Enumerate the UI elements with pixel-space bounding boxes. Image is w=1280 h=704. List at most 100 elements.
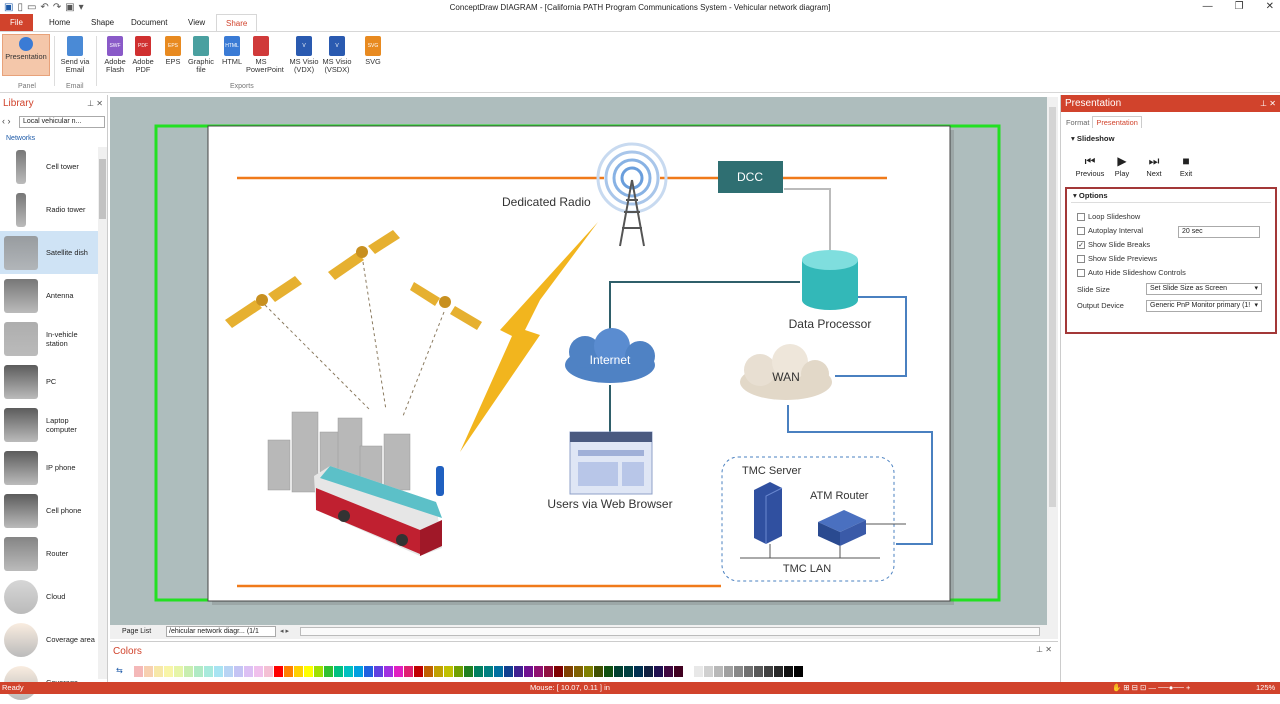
drawing-canvas[interactable]: Dedicated Radio DCC Data Processor Inter… [110,97,1047,625]
color-swatch[interactable] [204,666,214,677]
color-swatch[interactable] [734,666,744,677]
color-swatch[interactable] [434,666,444,677]
restore-button[interactable]: ❐ [1234,1,1244,12]
autoplay-interval-field[interactable]: 20 sec [1178,226,1260,238]
page-list-button[interactable]: Page List [122,628,152,635]
save-icon[interactable]: ▣ [65,2,75,13]
checkbox-box[interactable] [1077,254,1085,263]
checkbox-box[interactable] [1077,268,1085,277]
color-swatch[interactable] [444,666,454,677]
color-swatch[interactable] [534,666,544,677]
library-scrollbar[interactable] [98,147,107,679]
pin-close-icons[interactable]: ⊥ ✕ [87,99,103,108]
color-swatch[interactable] [504,666,514,677]
tab-file[interactable]: File [0,14,33,31]
color-swatch[interactable] [704,666,714,677]
color-swatch[interactable] [374,666,384,677]
library-item-coverage-area[interactable]: Coverage area [0,618,98,661]
open-icon[interactable]: ▭ [26,2,37,13]
color-swatch[interactable] [324,666,334,677]
color-swatch[interactable] [354,666,364,677]
show-slide-breaks-checkbox[interactable]: ✓Show Slide Breaks [1077,240,1150,249]
color-swatch[interactable] [414,666,424,677]
color-swatch[interactable] [344,666,354,677]
color-swatch[interactable] [514,666,524,677]
exit-button[interactable]: ■Exit [1169,153,1203,178]
auto-hide-slideshow-controls-checkbox[interactable]: Auto Hide Slideshow Controls [1077,268,1186,277]
color-swatch[interactable] [164,666,174,677]
color-swatch[interactable] [774,666,784,677]
checkbox-box[interactable]: ✓ [1077,240,1085,249]
library-selector[interactable]: Local vehicular n... [19,116,105,128]
color-swatch[interactable] [604,666,614,677]
checkbox-box[interactable] [1077,212,1085,221]
library-item-satellite-dish[interactable]: Satellite dish [0,231,98,274]
library-section-networks[interactable]: Networks [6,135,36,142]
color-swatch[interactable] [664,666,674,677]
undo-icon[interactable]: ↶ [40,2,49,13]
page-tab[interactable]: /ehicular network diagr... (1/1 [166,626,276,637]
color-swatch[interactable] [694,666,704,677]
loop-slideshow-checkbox[interactable]: Loop Slideshow [1077,212,1140,221]
color-swatch[interactable] [574,666,584,677]
color-swatch[interactable] [364,666,374,677]
color-swatch[interactable] [254,666,264,677]
minimize-button[interactable]: — [1202,1,1213,12]
library-item-router[interactable]: Router [0,532,98,575]
color-swatch[interactable] [564,666,574,677]
color-swatch[interactable] [314,666,324,677]
color-swatch[interactable] [464,666,474,677]
color-swatch[interactable] [674,666,684,677]
options-section[interactable]: ▾ Options [1073,191,1108,200]
library-item-radio-tower[interactable]: Radio tower [0,188,98,231]
autoplay-interval-checkbox[interactable]: Autoplay Interval [1077,226,1143,235]
library-nav-arrows[interactable]: ‹ › [2,116,11,126]
tab-document[interactable]: Document [131,18,168,27]
color-swatch[interactable] [484,666,494,677]
color-swatch[interactable] [394,666,404,677]
color-swatch[interactable] [384,666,394,677]
page-hscroll[interactable] [300,627,1040,636]
color-swatch[interactable] [654,666,664,677]
colors-panel-controls[interactable]: ⊥ ✕ [1036,645,1052,654]
color-swatch[interactable] [794,666,804,677]
color-tools-icon[interactable]: ⇆ [116,666,123,675]
color-swatch[interactable] [264,666,274,677]
slideshow-section[interactable]: ▾ Slideshow [1071,134,1115,143]
color-swatch[interactable] [214,666,224,677]
color-swatch[interactable] [424,666,434,677]
close-button[interactable]: ✕ [1265,1,1274,12]
color-swatch[interactable] [294,666,304,677]
presentation-button[interactable]: Presentation [2,34,50,76]
color-swatch[interactable] [174,666,184,677]
color-swatch[interactable] [284,666,294,677]
color-swatch[interactable] [334,666,344,677]
color-swatch[interactable] [134,666,144,677]
page-nav-arrows[interactable]: ◂ ▸ [280,628,289,635]
show-slide-previews-checkbox[interactable]: Show Slide Previews [1077,254,1157,263]
color-swatch[interactable] [194,666,204,677]
next-button[interactable]: ⏭Next [1137,153,1171,178]
color-swatch[interactable] [624,666,634,677]
color-swatch[interactable] [594,666,604,677]
tab-share[interactable]: Share [216,14,258,31]
library-item-antenna[interactable]: Antenna [0,274,98,317]
checkbox-box[interactable] [1077,226,1085,235]
color-swatch[interactable] [304,666,314,677]
library-item-cell-tower[interactable]: Cell tower [0,145,98,188]
tab-format[interactable]: Format [1066,118,1090,127]
color-swatch[interactable] [184,666,194,677]
previous-button[interactable]: ⏮Previous [1073,153,1107,178]
color-swatch[interactable] [274,666,284,677]
redo-icon[interactable]: ↷ [52,2,62,13]
play-button[interactable]: ▶Play [1105,153,1139,178]
color-swatch[interactable] [784,666,794,677]
color-swatch[interactable] [764,666,774,677]
ms-powerpoint-button[interactable]: MS PowerPoint [246,34,284,74]
